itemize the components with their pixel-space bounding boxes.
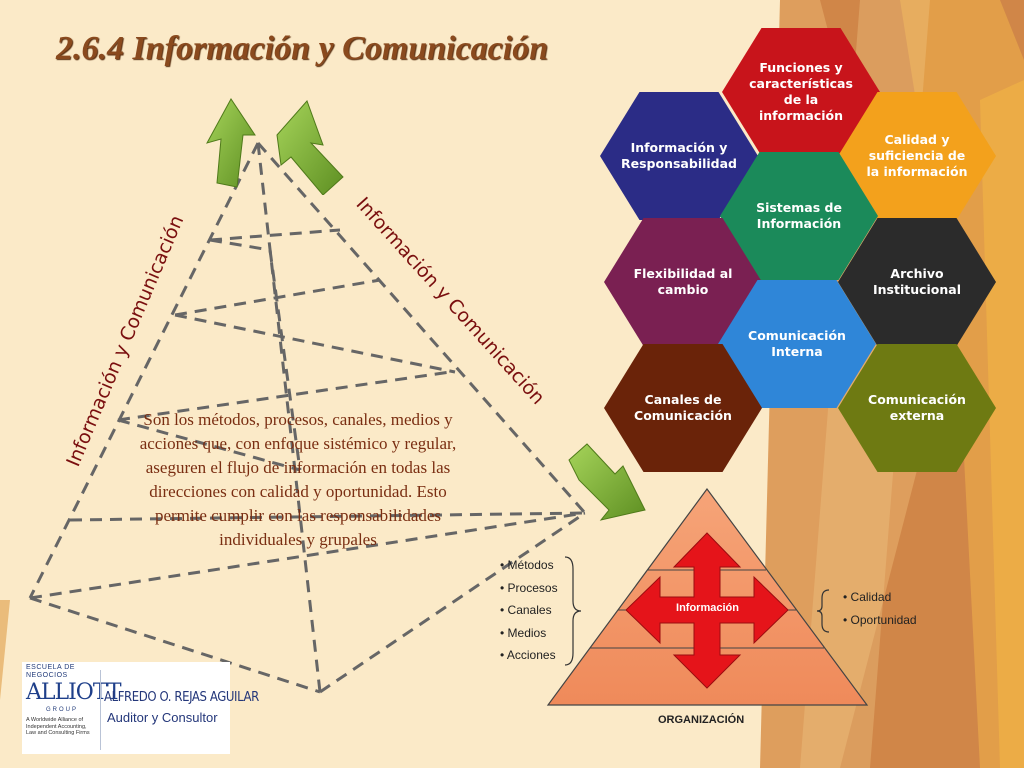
left-brace-icon [816, 589, 830, 633]
org-pyramid [546, 487, 869, 706]
list-item: Acciones [500, 644, 558, 667]
logo-box [22, 662, 230, 754]
logo-school: ESCUELA DE NEGOCIOS [26, 664, 75, 679]
list-item: Calidad [843, 586, 917, 609]
org-base-label: ORGANIZACIÓN [658, 714, 745, 726]
list-item: Medios [500, 622, 558, 645]
list-item: Métodos [500, 554, 558, 577]
org-right-list: Calidad Oportunidad [843, 586, 917, 631]
alliott-logo: ESCUELA DE NEGOCIOS ALLIOTT GROUP A Worl… [26, 664, 122, 737]
four-way-arrow-icon [625, 532, 789, 689]
list-item: Procesos [500, 577, 558, 600]
logo-divider [100, 670, 101, 750]
slide-title: 2.6.4 Información y Comunicación [56, 30, 549, 67]
logo-name: ALFREDO O. REJAS AGUILAR [104, 690, 259, 705]
list-item: Canales [500, 599, 558, 622]
org-center-label: Información [676, 602, 739, 614]
org-left-list: Métodos Procesos Canales Medios Acciones [500, 554, 558, 667]
logo-tagline: A Worldwide Alliance of Independent Acco… [26, 717, 90, 736]
right-brace-icon [564, 556, 582, 666]
down-right-arrow-icon [568, 443, 646, 521]
list-item: Oportunidad [843, 609, 917, 632]
logo-brand: ALLIOTT [26, 680, 122, 705]
up-arrows-icon [205, 98, 344, 195]
logo-group: GROUP [45, 707, 78, 713]
logo-role: Auditor y Consultor [107, 710, 218, 725]
description-text: Son los métodos, procesos, canales, medi… [139, 410, 457, 549]
